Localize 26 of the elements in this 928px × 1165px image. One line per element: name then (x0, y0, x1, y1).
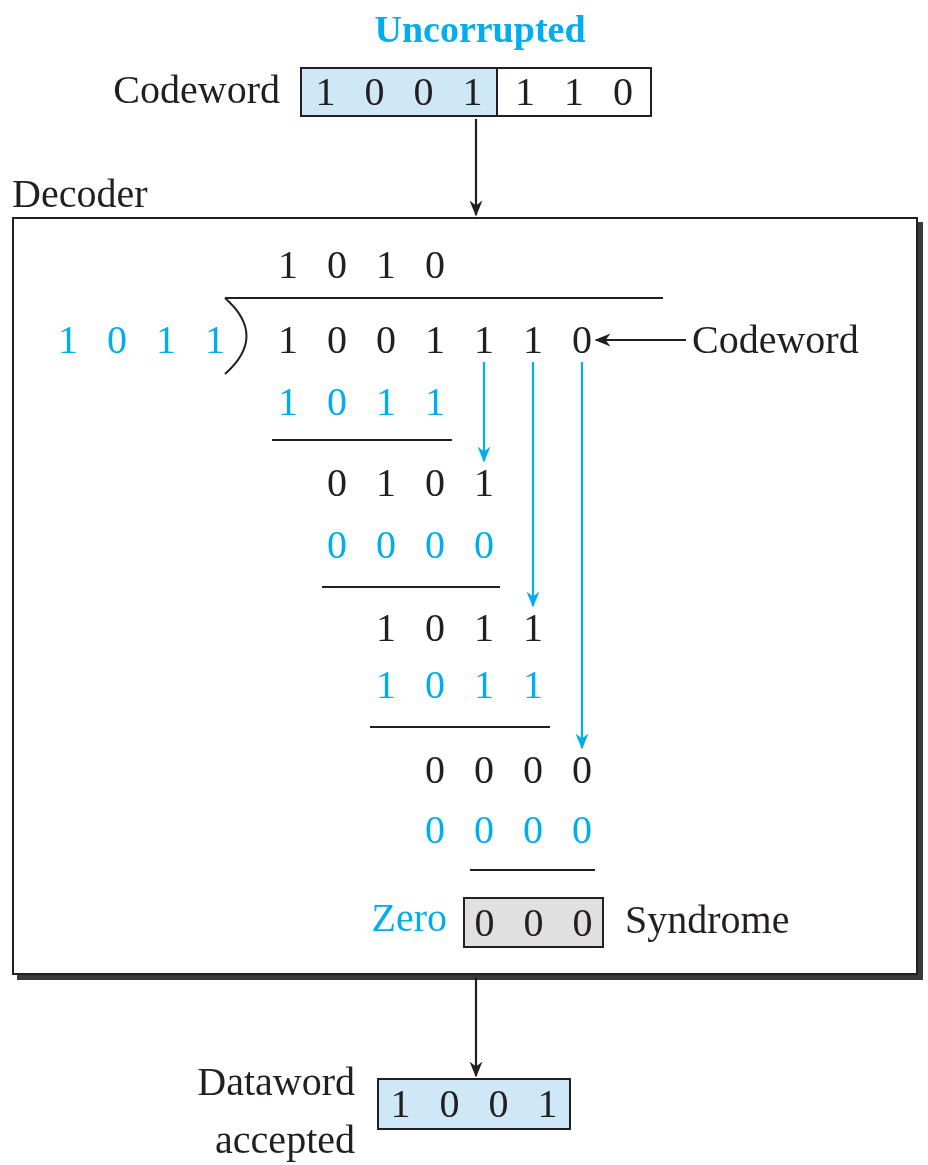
dataword-label: Dataword accepted (196, 1058, 355, 1164)
remainder-digits: 1 0 1 1 (376, 608, 543, 648)
dividend-digits: 1 0 0 1 1 1 0 (278, 320, 592, 360)
subtrahend-digits: 1 0 1 1 (376, 665, 543, 705)
divisor-digits: 1 0 1 1 (58, 320, 225, 360)
codeword-label: Codeword (112, 70, 280, 110)
bit-cell: 1 0 0 1 (379, 1080, 569, 1128)
arrow (594, 333, 686, 347)
codeword-label: Codeword (692, 320, 859, 360)
arrow (477, 362, 491, 463)
remainder-digits: 0 1 0 1 (327, 463, 494, 503)
subtrahend-digits: 0 0 0 0 (327, 525, 494, 565)
arrow (526, 362, 540, 608)
subtrahend-digits: 0 0 0 0 (425, 810, 592, 850)
zero-label: Zero (370, 898, 447, 938)
subtrahend-digits: 1 0 1 1 (278, 382, 445, 422)
status-heading: Uncorrupted (373, 10, 587, 48)
bit-cell: 0 0 0 (465, 899, 602, 946)
arrow (575, 362, 589, 750)
arrow (469, 119, 483, 217)
decoder-heading: Decoder (12, 174, 148, 214)
arrow (469, 977, 483, 1078)
syndrome-label: Syndrome (625, 900, 791, 940)
quotient-digits: 1 0 1 0 (278, 245, 445, 285)
bit-cell: 1 0 0 1 (302, 69, 496, 115)
remainder-digits: 0 0 0 0 (425, 750, 592, 790)
